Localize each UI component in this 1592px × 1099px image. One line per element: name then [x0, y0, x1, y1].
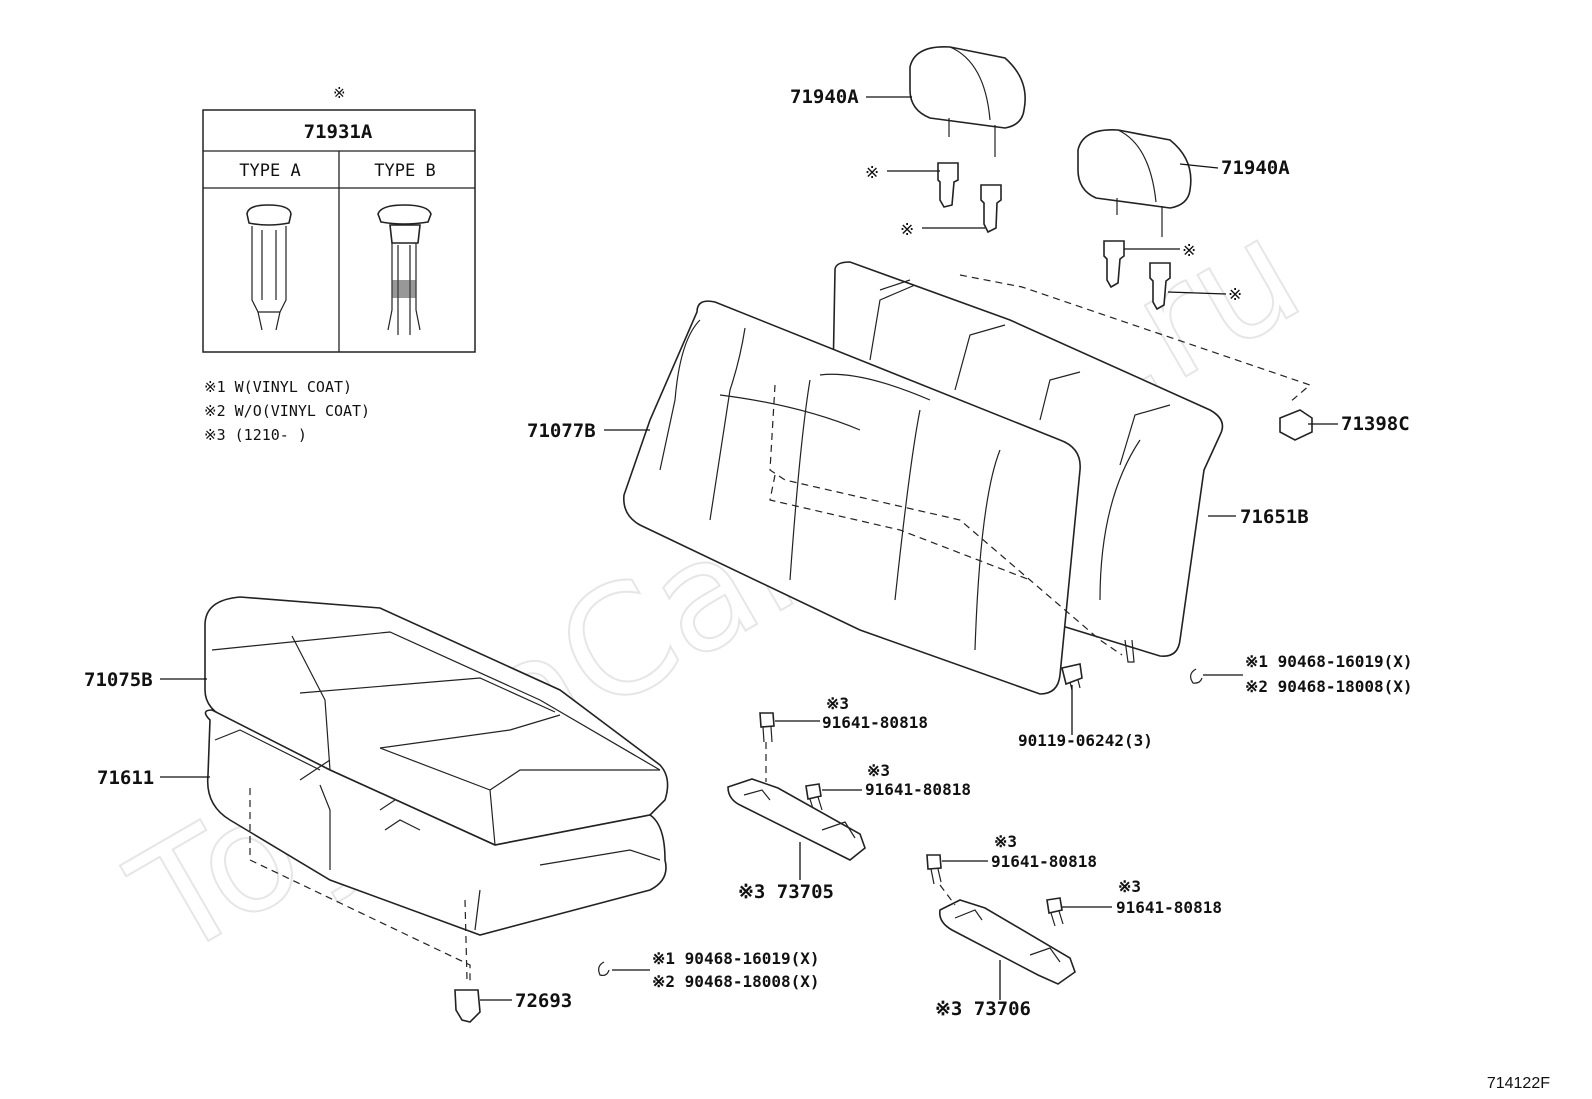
- clip-72693-drawing: [454, 989, 481, 1023]
- diagram-code: 714122F: [1487, 1075, 1550, 1092]
- label-mark-3: ※: [1182, 241, 1196, 261]
- label-bolt-b-mark: ※3: [867, 761, 890, 780]
- bolt-c-drawing: [926, 854, 942, 885]
- bolt-b-drawing: [805, 783, 823, 813]
- label-ring-back-2: ※2 90468-18008(X): [1245, 677, 1413, 696]
- bolt-a-drawing: [759, 712, 775, 743]
- label-bolt-d: 91641-80818: [1116, 898, 1222, 917]
- label-headrest-left: 71940A: [790, 86, 859, 108]
- cushion-mount-line: [464, 899, 468, 981]
- label-ring-back-1: ※1 90468-16019(X): [1245, 652, 1413, 671]
- label-bolt-a-mark: ※3: [826, 694, 849, 713]
- label-bracket-b: ※3 73706: [935, 998, 1031, 1020]
- label-ring-cushion-1: ※1 90468-16019(X): [652, 949, 820, 968]
- leader-lines: [160, 96, 1338, 1001]
- bolt-d-drawing: [1046, 897, 1064, 927]
- label-bolt-a: 91641-80818: [822, 713, 928, 732]
- label-bolt-b: 91641-80818: [865, 780, 971, 799]
- label-back-left: 71077B: [527, 420, 596, 442]
- headrest-left-drawing: [909, 46, 1026, 157]
- label-mark-4: ※: [1228, 285, 1242, 305]
- label-clip-bottom: 72693: [515, 990, 572, 1012]
- seat-cushion-pad-drawing: [204, 709, 667, 936]
- label-bolt-c-mark: ※3: [994, 832, 1017, 851]
- legend-type-a: TYPE A: [239, 161, 300, 181]
- bracket-73705-drawing: [727, 778, 866, 861]
- cushion-mount-line: [249, 788, 471, 985]
- type-a-clip-drawing: [246, 204, 292, 331]
- label-bracket-a: ※3 73705: [738, 881, 834, 903]
- ring-cushion-drawing: [598, 961, 610, 977]
- label-cushion-cover: 71075B: [84, 669, 153, 691]
- note-1: ※1 W(VINYL COAT): [204, 378, 352, 396]
- legend-table: ※ 71931A TYPE A TYPE B: [202, 84, 476, 353]
- label-cushion-pad: 71611: [97, 767, 154, 789]
- bracket-73706-drawing: [938, 899, 1076, 985]
- label-mark-1: ※: [865, 163, 879, 183]
- seat-cushion-cover-drawing: [204, 596, 669, 846]
- label-clip-top: 71398C: [1341, 413, 1410, 435]
- legend-part-no: 71931A: [304, 121, 373, 143]
- seat-back-drawing: [623, 261, 1312, 695]
- type-b-clip-drawing: [377, 204, 432, 335]
- headrest-support-4: [1149, 262, 1171, 311]
- note-2: ※2 W/O(VINYL COAT): [204, 402, 370, 420]
- legend-mark: ※: [333, 84, 346, 102]
- label-mark-2: ※: [900, 220, 914, 240]
- label-back-right: 71651B: [1240, 506, 1309, 528]
- label-ring-cushion-2: ※2 90468-18008(X): [652, 972, 820, 991]
- bolt-90119-drawing: [1061, 663, 1083, 691]
- clip-71398c-drawing: [1279, 409, 1313, 441]
- note-3: ※3 (1210- ): [204, 426, 307, 444]
- label-bolt-back: 90119-06242(3): [1018, 731, 1153, 750]
- legend-type-b: TYPE B: [374, 161, 435, 181]
- ring-back-drawing: [1190, 668, 1203, 684]
- headrest-support-1: [937, 162, 959, 208]
- bracket-b-mount-line: [939, 884, 956, 906]
- label-bolt-d-mark: ※3: [1118, 877, 1141, 896]
- headrest-right-drawing: [1077, 129, 1192, 237]
- label-bolt-c: 91641-80818: [991, 852, 1097, 871]
- headrest-support-2: [980, 184, 1002, 234]
- label-headrest-right: 71940A: [1221, 157, 1290, 179]
